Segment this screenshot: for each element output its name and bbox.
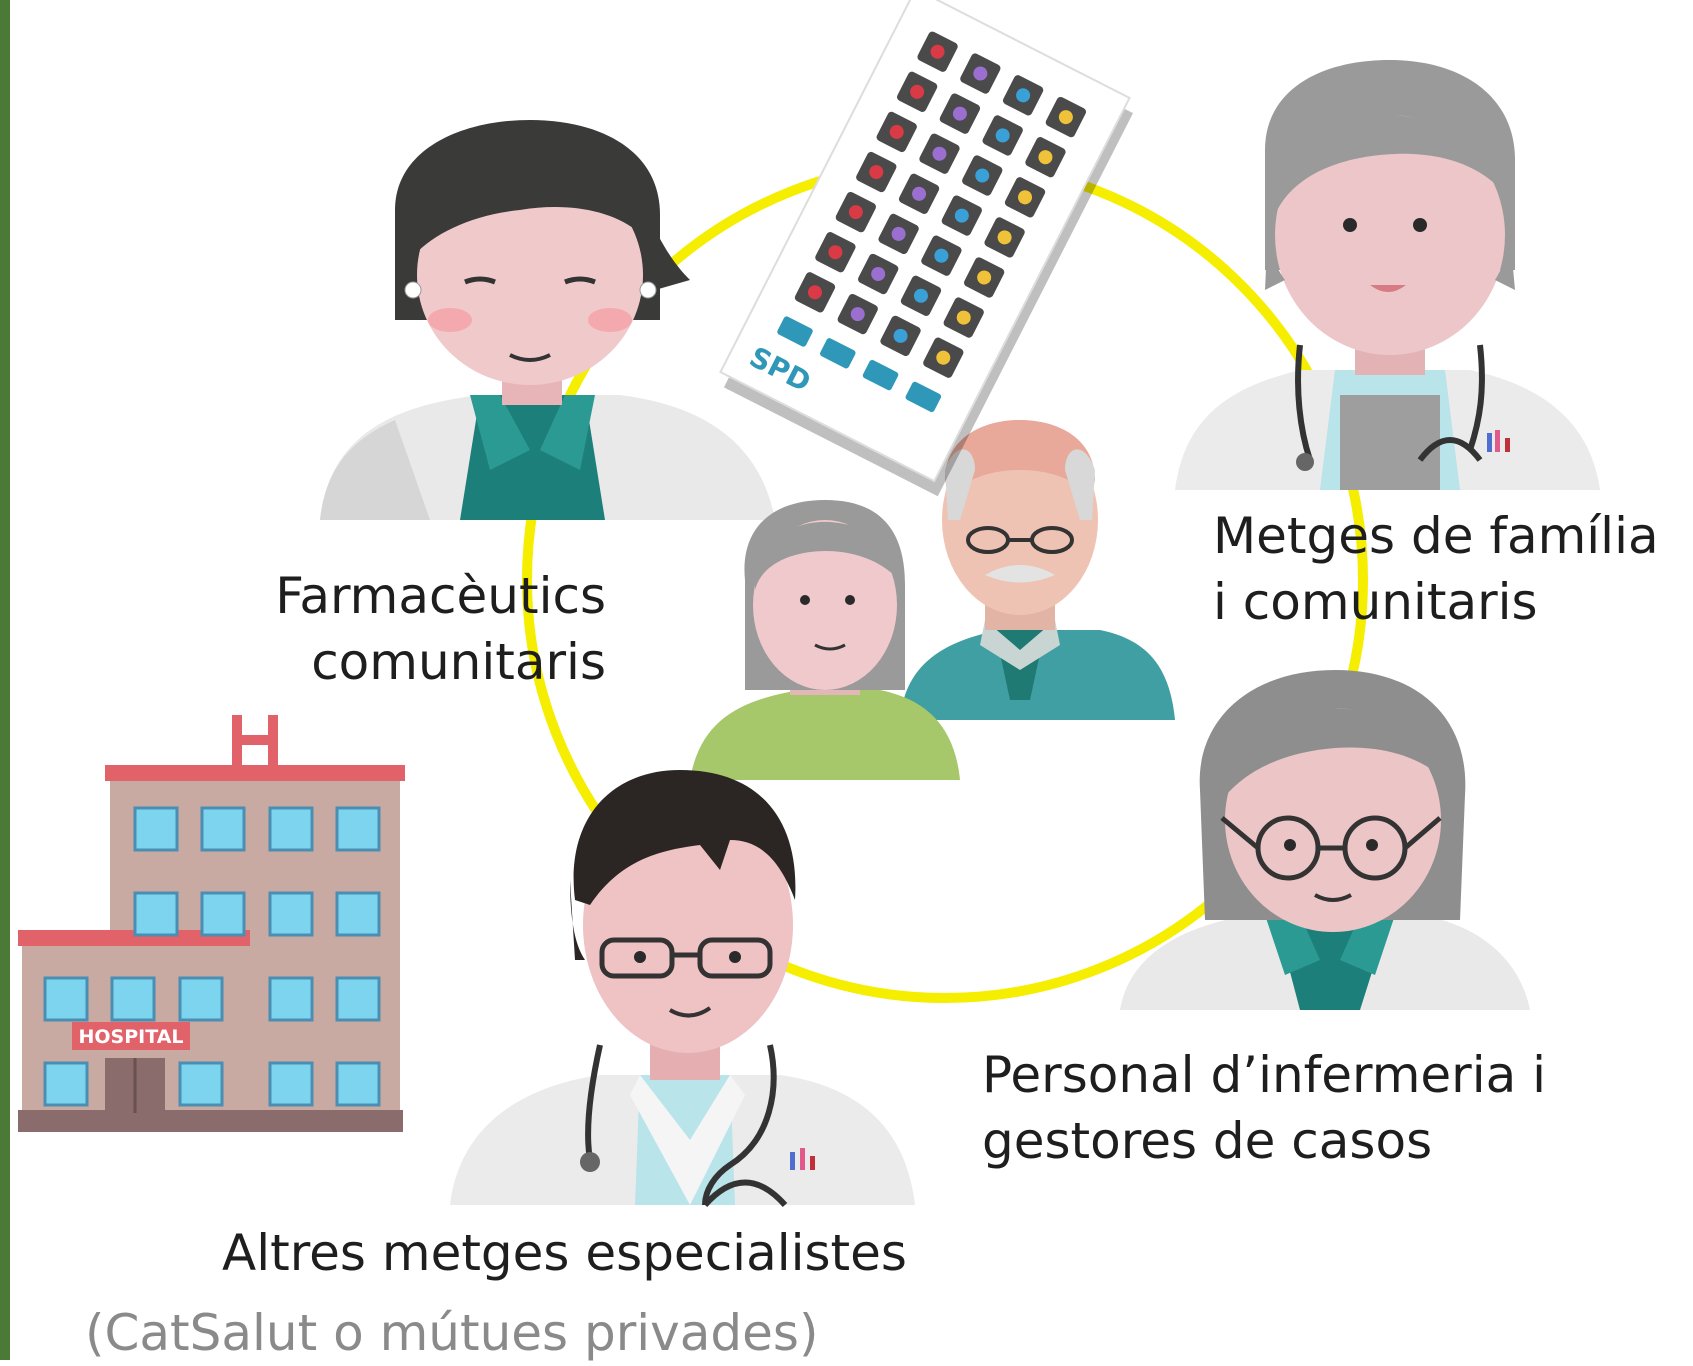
label-family-doctors-line1: Metges de família — [1213, 507, 1659, 565]
accent-bar — [0, 0, 10, 1360]
pill-organizer-icon: SPD — [719, 0, 1133, 497]
label-nurses-line1: Personal d’infermeria i — [982, 1046, 1547, 1104]
label-specialists-note: (CatSalut o mútues privades) — [85, 1304, 819, 1362]
label-pharmacists: Farmacèutics comunitaris — [240, 563, 606, 695]
label-specialists: Altres metges especialistes — [222, 1224, 907, 1282]
pharmacist-icon — [320, 120, 775, 520]
label-nurses: Personal d’infermeria i gestores de caso… — [982, 1042, 1546, 1174]
nurse-icon — [1120, 670, 1530, 1010]
label-nurses-line2: gestores de casos — [982, 1112, 1433, 1170]
label-pharmacists-line2: comunitaris — [311, 633, 606, 691]
hospital-icon: HOSPITAL — [18, 715, 405, 1132]
specialist-doctor-icon — [450, 770, 915, 1208]
hospital-sign: HOSPITAL — [78, 1026, 183, 1048]
label-pharmacists-line1: Farmacèutics — [275, 567, 606, 625]
label-family-doctors: Metges de família i comunitaris — [1213, 503, 1659, 635]
family-doctor-icon — [1175, 60, 1600, 490]
elderly-patients-icon — [690, 420, 1175, 780]
label-family-doctors-line2: i comunitaris — [1213, 573, 1538, 631]
